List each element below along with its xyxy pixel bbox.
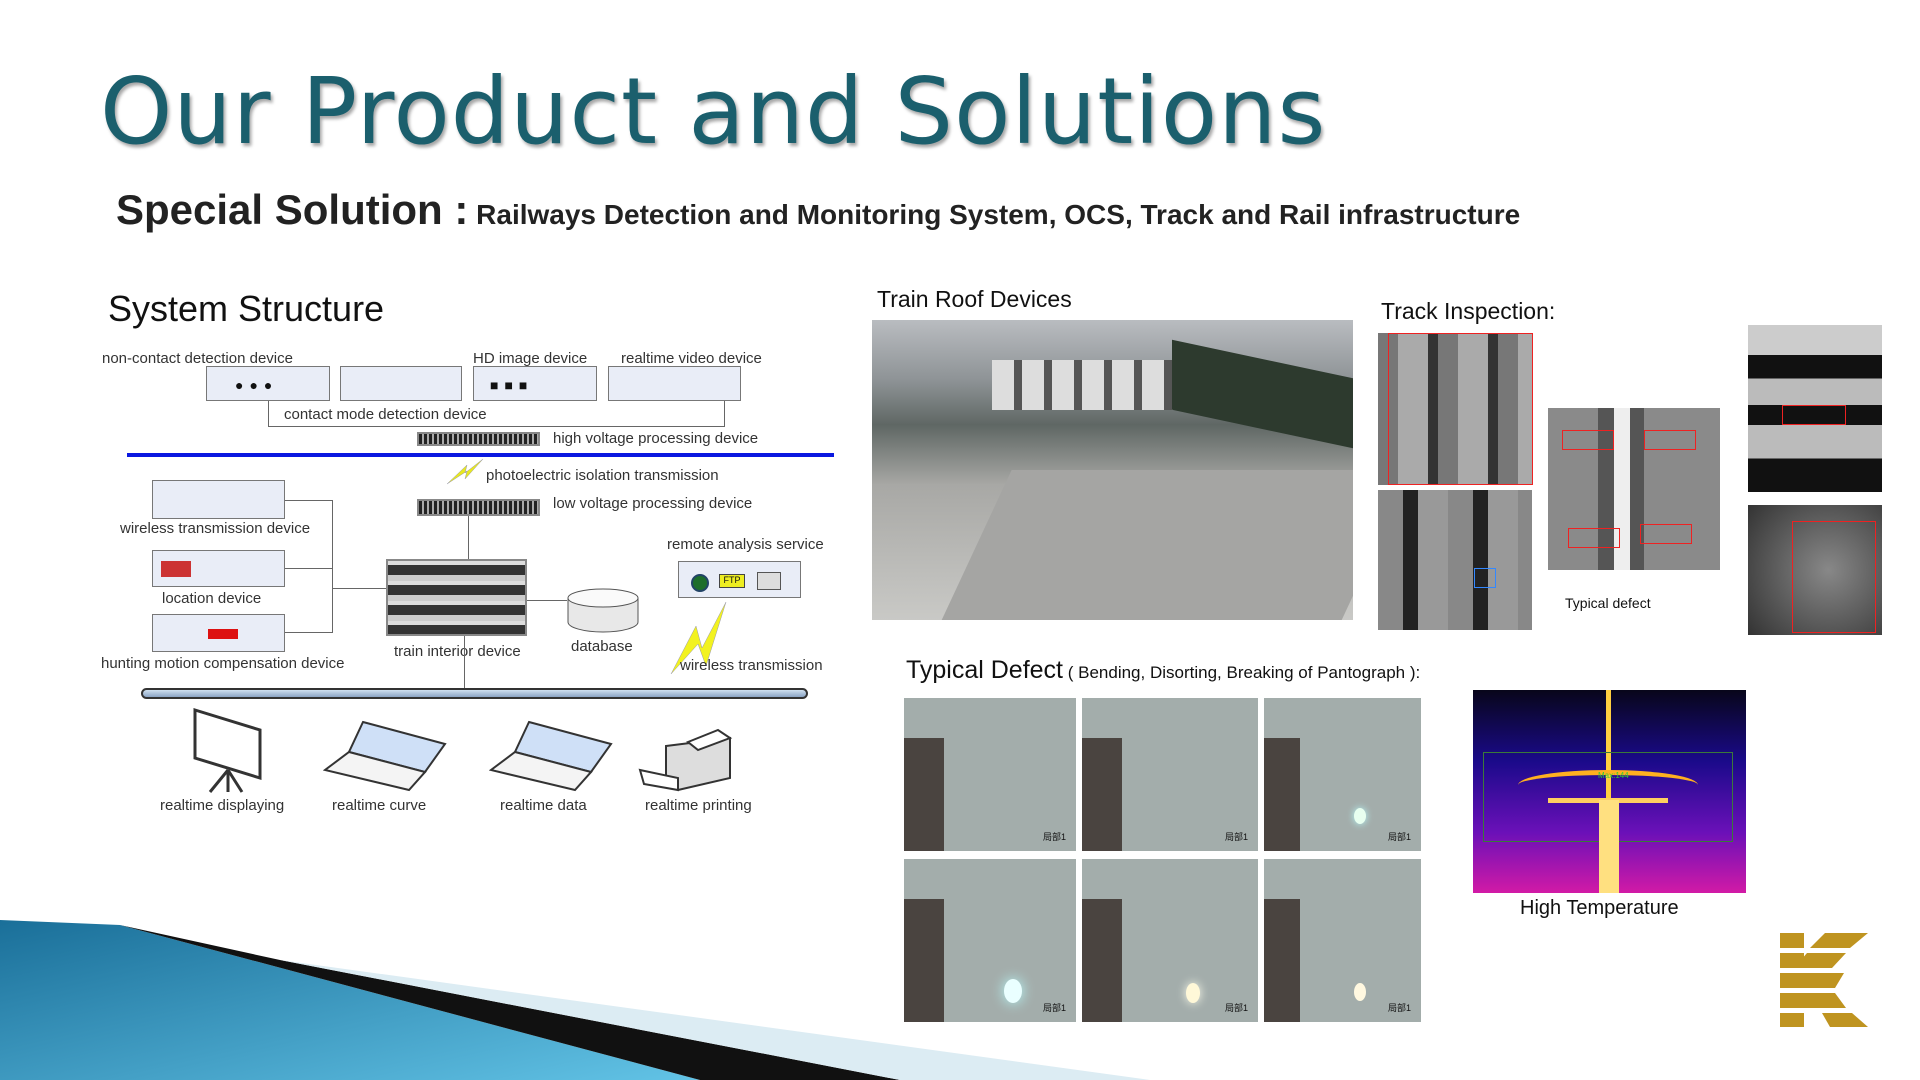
pantograph-frame: 局部1: [1082, 859, 1258, 1022]
label-contact-mode: contact mode detection device: [284, 406, 487, 423]
label-realtime-displaying: realtime displaying: [160, 797, 285, 814]
typical-defect-caption: Typical defect: [1565, 595, 1651, 611]
hd-image-device-box: [473, 366, 597, 401]
label-remote-analysis: remote analysis service: [667, 536, 824, 553]
contact-mode-device-box: [340, 366, 462, 401]
thermal-max-readout: Max:144: [1598, 771, 1629, 780]
pantograph-frame: 局部1: [1264, 859, 1421, 1022]
connector: [285, 568, 333, 569]
pantograph-frame: 局部1: [1264, 698, 1421, 851]
label-hd-image: HD image device: [473, 350, 588, 367]
connector: [285, 500, 333, 501]
connector: [464, 636, 465, 690]
sleeper-fastener-image: [1548, 408, 1720, 570]
printer-icon: [638, 728, 733, 792]
laptop-icon: [489, 720, 613, 792]
rail-surface-image: [1748, 325, 1882, 492]
database-icon: [567, 588, 639, 633]
pantograph-frames: 局部1 局部1 局部1 局部1 局部1 局部1: [904, 698, 1421, 1026]
label-photoelectric: photoelectric isolation transmission: [486, 467, 719, 484]
lightning-icon: [670, 601, 727, 675]
subtitle-lead: Special Solution :: [116, 186, 469, 233]
train-roof-photo: [872, 320, 1353, 620]
connector: [285, 632, 333, 633]
train-interior-device: [386, 559, 527, 636]
label-high-voltage: high voltage processing device: [553, 430, 759, 447]
non-contact-device-box: [206, 366, 330, 401]
sensor-icons: ●●●: [235, 377, 279, 393]
connector: [724, 401, 725, 426]
label-low-voltage: low voltage processing device: [553, 495, 753, 512]
label-wireless-device: wireless transmission device: [120, 520, 311, 537]
system-structure-diagram: ●●● ■■■ non-contact detection device HD …: [0, 0, 850, 830]
bus-line: [127, 453, 834, 457]
company-logo: [1780, 933, 1868, 1027]
connector: [332, 500, 333, 632]
connector: [527, 600, 567, 601]
ftp-icon: FTP: [719, 574, 745, 588]
label-realtime-video: realtime video device: [621, 350, 762, 367]
track-inspection-heading: Track Inspection:: [1381, 298, 1556, 324]
remote-analysis-box: FTP: [678, 561, 801, 598]
label-wireless-transmission: wireless transmission: [680, 657, 823, 674]
rail-scan-image: [1378, 490, 1532, 630]
location-device-box: [152, 550, 285, 587]
wireless-device-box: [152, 480, 285, 519]
pantograph-frame: 局部1: [1082, 698, 1258, 851]
typical-defect-title: Typical Defect: [906, 656, 1064, 684]
connector: [268, 426, 725, 427]
rail-scan-image: [1378, 333, 1533, 485]
thermal-image: Max:144: [1473, 690, 1746, 893]
label-realtime-printing: realtime printing: [645, 797, 752, 814]
connector: [468, 516, 469, 560]
realtime-video-device-box: [608, 366, 741, 401]
typical-defect-heading: Typical Defect ( Bending, Disorting, Bre…: [906, 656, 1420, 685]
hunting-device-box: [152, 614, 285, 652]
slide-subtitle: Special Solution : Railways Detection an…: [116, 186, 1520, 234]
network-bus: [141, 688, 808, 699]
label-non-contact: non-contact detection device: [102, 350, 293, 367]
thermal-caption: High Temperature: [1520, 897, 1679, 919]
label-realtime-curve: realtime curve: [332, 797, 427, 814]
label-location: location device: [162, 590, 262, 607]
camera-icons: ■■■: [490, 377, 534, 393]
train-roof-heading: Train Roof Devices: [877, 286, 1072, 312]
sleeper-crack-image: [1748, 505, 1882, 635]
label-database: database: [571, 638, 633, 655]
subtitle-rest: Railways Detection and Monitoring System…: [468, 199, 1521, 230]
label-hunting: hunting motion compensation device: [101, 655, 345, 672]
slide-title: Our Product and Solutions: [100, 58, 1327, 165]
lightning-icon: [446, 458, 484, 485]
typical-defect-detail: ( Bending, Disorting, Breaking of Pantog…: [1063, 663, 1421, 682]
pantograph-frame: 局部1: [904, 859, 1076, 1022]
connector: [332, 588, 386, 589]
connector: [268, 401, 269, 426]
high-voltage-device: [417, 432, 540, 446]
low-voltage-device: [417, 499, 540, 516]
system-structure-heading: System Structure: [108, 288, 385, 329]
pantograph-frame: 局部1: [904, 698, 1076, 851]
label-train-interior: train interior device: [394, 643, 521, 660]
projector-screen-icon: [193, 708, 262, 793]
decorative-wave: [0, 920, 1150, 1080]
laptop-icon: [323, 720, 447, 792]
label-realtime-data: realtime data: [500, 797, 587, 814]
